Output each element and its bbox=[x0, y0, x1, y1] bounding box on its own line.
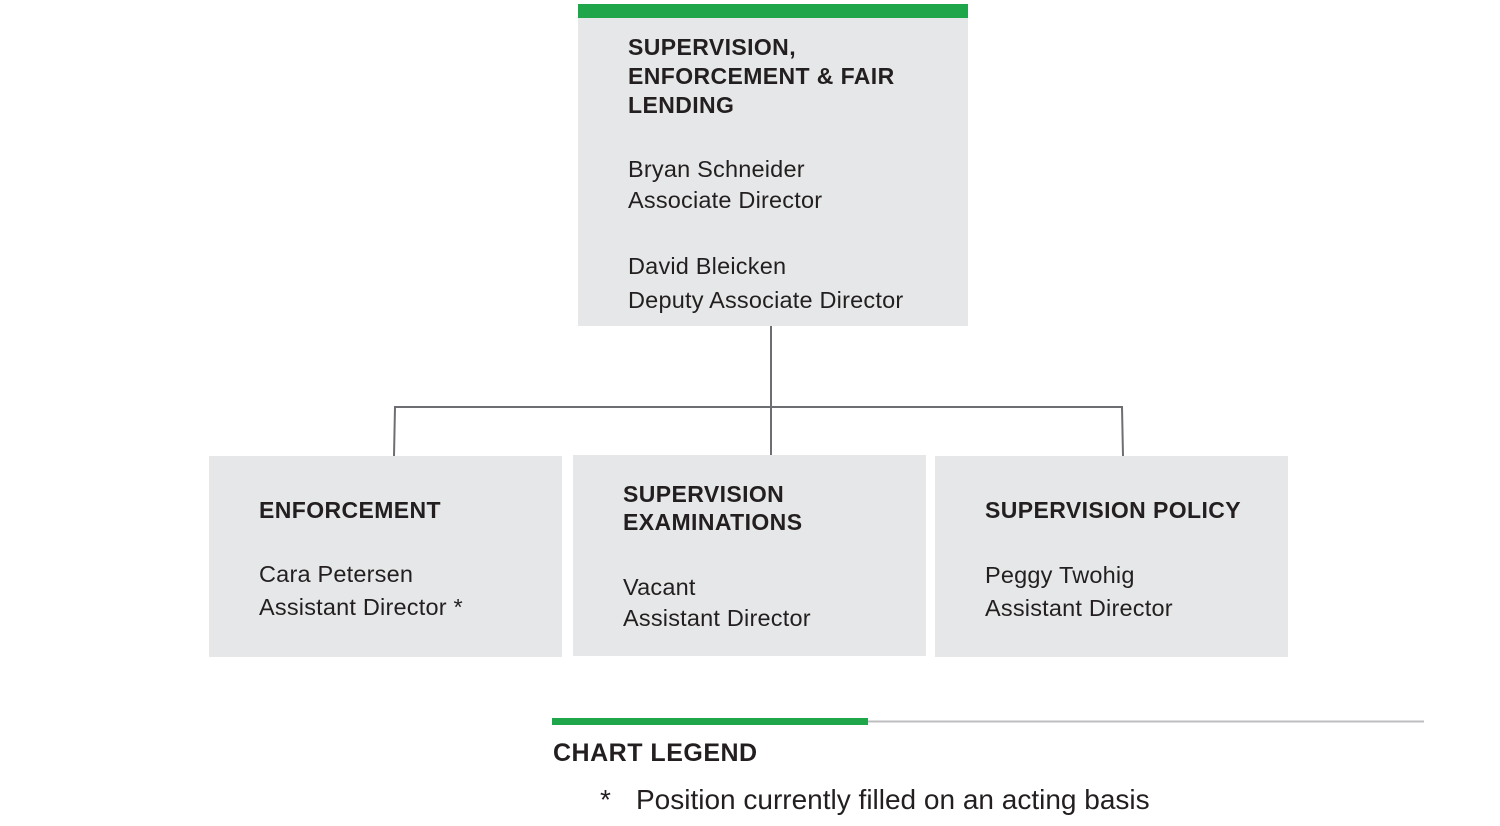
connector-right-drop bbox=[1121, 406, 1124, 457]
person-role: Associate Director bbox=[628, 187, 823, 213]
person-role: Assistant Director bbox=[623, 605, 811, 631]
unit-title: ENFORCEMENT bbox=[259, 497, 442, 523]
person-block: Vacant Assistant Director bbox=[623, 572, 811, 634]
person-name: Peggy Twohig bbox=[985, 562, 1135, 588]
accent-bar bbox=[578, 4, 968, 18]
legend-rule bbox=[552, 718, 1424, 725]
org-box-supervision-policy: SUPERVISION POLICY Peggy Twohig Assistan… bbox=[935, 456, 1288, 657]
legend-title: CHART LEGEND bbox=[553, 739, 758, 767]
legend-symbol: * bbox=[600, 784, 611, 815]
person-role: Assistant Director * bbox=[259, 594, 463, 620]
person-name: Bryan Schneider bbox=[628, 156, 805, 182]
legend-text: Position currently filled on an acting b… bbox=[636, 784, 1150, 815]
person-block: Cara Petersen Assistant Director * bbox=[259, 558, 463, 624]
person-name: Vacant bbox=[623, 574, 696, 600]
unit-title: SUPERVISION EXAMINATIONS bbox=[623, 481, 803, 535]
person-block: Bryan Schneider Associate Director bbox=[628, 154, 822, 216]
org-box-supervision-examinations: SUPERVISION EXAMINATIONS Vacant Assistan… bbox=[573, 455, 926, 656]
unit-title: SUPERVISION POLICY bbox=[985, 497, 1241, 523]
person-block: David Bleicken Deputy Associate Director bbox=[628, 249, 903, 317]
person-block: Peggy Twohig Assistant Director bbox=[985, 559, 1173, 625]
legend-item: * Position currently filled on an acting … bbox=[600, 784, 1150, 816]
org-box-top-unit: SUPERVISION, ENFORCEMENT & FAIR LENDING … bbox=[578, 4, 968, 326]
person-role: Assistant Director bbox=[985, 595, 1173, 621]
unit-title: SUPERVISION, ENFORCEMENT & FAIR LENDING bbox=[628, 34, 895, 118]
connector-left-drop bbox=[393, 406, 396, 457]
person-name: Cara Petersen bbox=[259, 561, 414, 587]
person-name: David Bleicken bbox=[628, 253, 787, 279]
org-box-enforcement: ENFORCEMENT Cara Petersen Assistant Dire… bbox=[209, 456, 562, 657]
legend-accent-bar bbox=[552, 718, 868, 725]
person-role: Deputy Associate Director bbox=[628, 287, 904, 313]
